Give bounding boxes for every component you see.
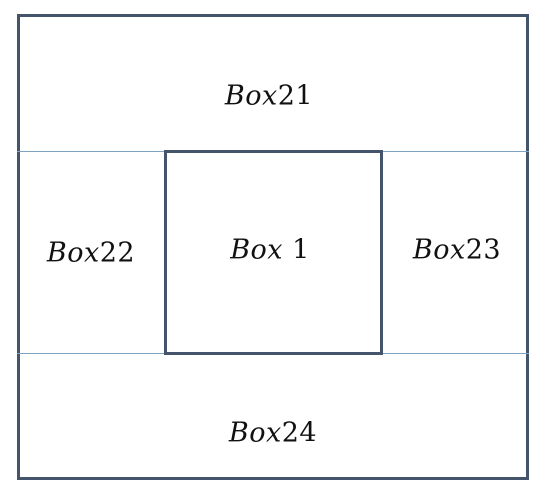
box23-label: Box23 [413,235,501,266]
box23-label-word: Box [412,234,466,266]
box24-label-number: 24 [281,417,318,449]
box22-label-number: 22 [99,237,136,269]
box23-label-number: 23 [465,234,502,266]
outer-box [17,14,529,480]
box1-label: Box 1 [230,235,310,266]
box21-label-word: Box [224,80,278,112]
box1-label-word: Box [230,234,284,266]
box24-label: Box24 [229,418,317,449]
box24-label-word: Box [228,417,282,449]
box22-label: Box22 [47,238,135,269]
box22-label-word: Box [46,237,100,269]
box21-label-number: 21 [277,80,314,112]
box1-label-number: 1 [283,234,310,266]
inner-box-1 [164,150,383,355]
box21-label: Box21 [225,81,313,112]
